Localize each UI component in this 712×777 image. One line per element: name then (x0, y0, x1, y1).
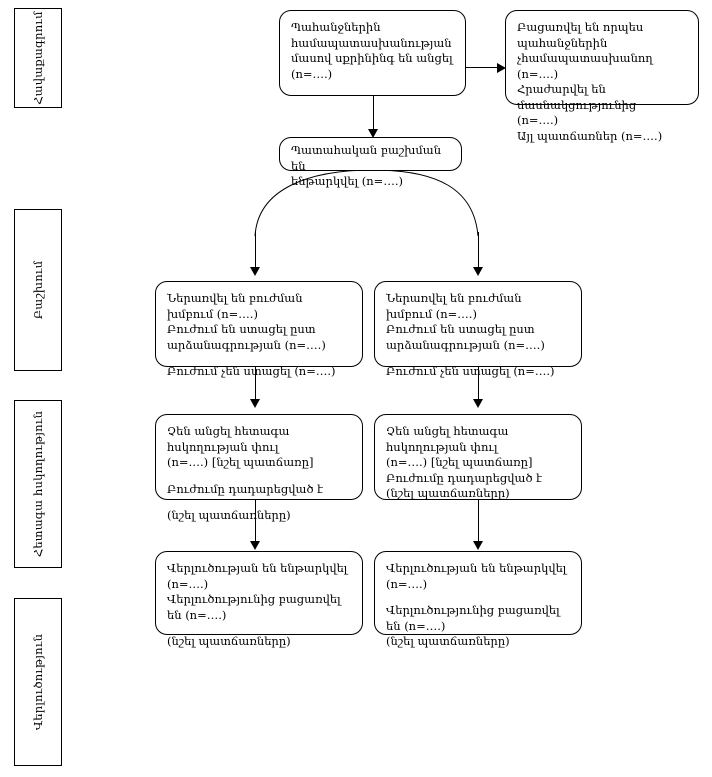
node-allocation-right: Ներառվել են բուժման խմբում (n=….) Բուժու… (374, 281, 582, 378)
connector-assessed-to-randomized (373, 96, 374, 133)
node-line: Վերլուծությունից բացառվել են (n=….) (386, 603, 564, 633)
node-line: Բուժումը դադարեցված է (167, 481, 324, 496)
node-excluded: Բացառվել են որպես պահանջներին չհամապատաս… (505, 10, 699, 143)
node-line: պահանջներին (517, 35, 608, 50)
arrowhead-assessed-to-randomized (368, 129, 378, 138)
node-line: Չեն անցել հետագա հսկողության փուլ (167, 424, 294, 454)
phase-label-enrollment: Հավաքագրում (31, 11, 45, 105)
arrowhead-split-right (473, 267, 483, 276)
node-line: Բուժում չեն ստացել (n=….) (386, 364, 555, 378)
arrowhead-followup-to-analysis-right (473, 541, 483, 550)
node-line: Բուժում են ստացել ըստ (386, 322, 535, 336)
node-line: (n=….) (291, 66, 333, 81)
arrowhead-assessed-to-excluded (497, 63, 506, 73)
arrowhead-allocation-to-followup-left (250, 399, 260, 408)
node-line: (նշել պատճառները) (167, 634, 291, 648)
node-line: չհամապատասխանող (n=….) (517, 51, 657, 81)
arrowhead-split-left (250, 267, 260, 276)
connector-followup-to-analysis-left (255, 500, 256, 544)
node-line: Բուժում չեն ստացել (n=….) (167, 364, 336, 378)
node-line: (n=….) (517, 113, 559, 127)
phase-label-followup: Հետագա հսկողություն (31, 410, 45, 558)
node-line: Պահանջներին (291, 20, 381, 34)
node-followup-right: Չեն անցել հետագա հսկողության փուլ (n=….)… (374, 414, 582, 500)
phase-label-analysis: Վերլուծություն (31, 633, 45, 731)
node-analysis-left: Վերլուծության են ենթարկվել (n=….) Վերլու… (155, 551, 363, 648)
node-line: Պատահական բաշխման են (291, 143, 445, 173)
node-line: Բուժում են ստացել ըստ (167, 322, 316, 336)
node-line: Չեն անցել հետագա հսկողության փուլ (386, 424, 513, 454)
node-randomized: Պատահական բաշխման են ենթարկվել (n=….) (279, 137, 462, 188)
node-line: Ներառվել են բուժման խմբում (n=….) (167, 291, 307, 321)
connector-allocation-to-followup-left (255, 367, 256, 402)
connector-assessed-to-excluded (466, 67, 500, 68)
node-line: (նշել պատճառները) (386, 634, 510, 648)
phase-box-analysis: Վերլուծություն (14, 598, 62, 766)
node-line: Ներառվել են բուժման խմբում (n=….) (386, 291, 526, 321)
arrowhead-allocation-to-followup-right (473, 399, 483, 408)
node-line: արձանագրության (n=….) (386, 337, 545, 352)
phase-box-allocation: Բաշխում (14, 209, 62, 371)
arrowhead-followup-to-analysis-left (250, 541, 260, 550)
phase-box-enrollment: Հավաքագրում (14, 8, 62, 108)
node-line: Հրաժարվել են մասնակցությունից (517, 82, 637, 112)
node-line: Վերլուծության են ենթարկվել (n=….) (167, 561, 351, 591)
connector-split-left (255, 232, 256, 270)
node-line: (n=….) [նշել պատճառը] (386, 455, 533, 469)
node-line: արձանագրության (n=….) (167, 337, 326, 352)
node-analysis-right: Վերլուծության են ենթարկվել (n=….) Վերլու… (374, 551, 582, 648)
phase-box-followup: Հետագա հսկողություն (14, 400, 62, 568)
node-allocation-left: Ներառվել են բուժման խմբում (n=….) Բուժու… (155, 281, 363, 378)
connector-followup-to-analysis-right (478, 500, 479, 544)
phase-label-allocation: Բաշխում (31, 260, 45, 320)
node-line: Այլ պատճառներ (n=….) (517, 128, 663, 143)
node-line: (n=….) [նշել պատճառը] (167, 455, 314, 469)
node-line: Վերլուծության են ենթարկվել (n=….) (386, 561, 570, 591)
node-line: Բացառվել են որպես (517, 20, 644, 34)
node-line: Վերլուծությունից բացառվել են (n=….) (167, 592, 345, 622)
node-line: ենթարկվել (n=….) (291, 174, 403, 188)
node-line: (նշել պատճառները) (386, 486, 510, 500)
node-assessed-for-eligibility: Պահանջներին համապատասխանության մասով սքր… (279, 10, 466, 96)
node-line: Բուժումը դադարեցված է (386, 470, 543, 485)
node-line: մասով սքրինինգ են անցել (291, 51, 453, 65)
node-followup-left: Չեն անցել հետագա հսկողության փուլ (n=….)… (155, 414, 363, 522)
connector-split-right (478, 232, 479, 270)
node-line: (նշել պատճառները) (167, 508, 291, 522)
connector-allocation-to-followup-right (478, 367, 479, 402)
node-line: համապատասխանության (291, 35, 452, 50)
